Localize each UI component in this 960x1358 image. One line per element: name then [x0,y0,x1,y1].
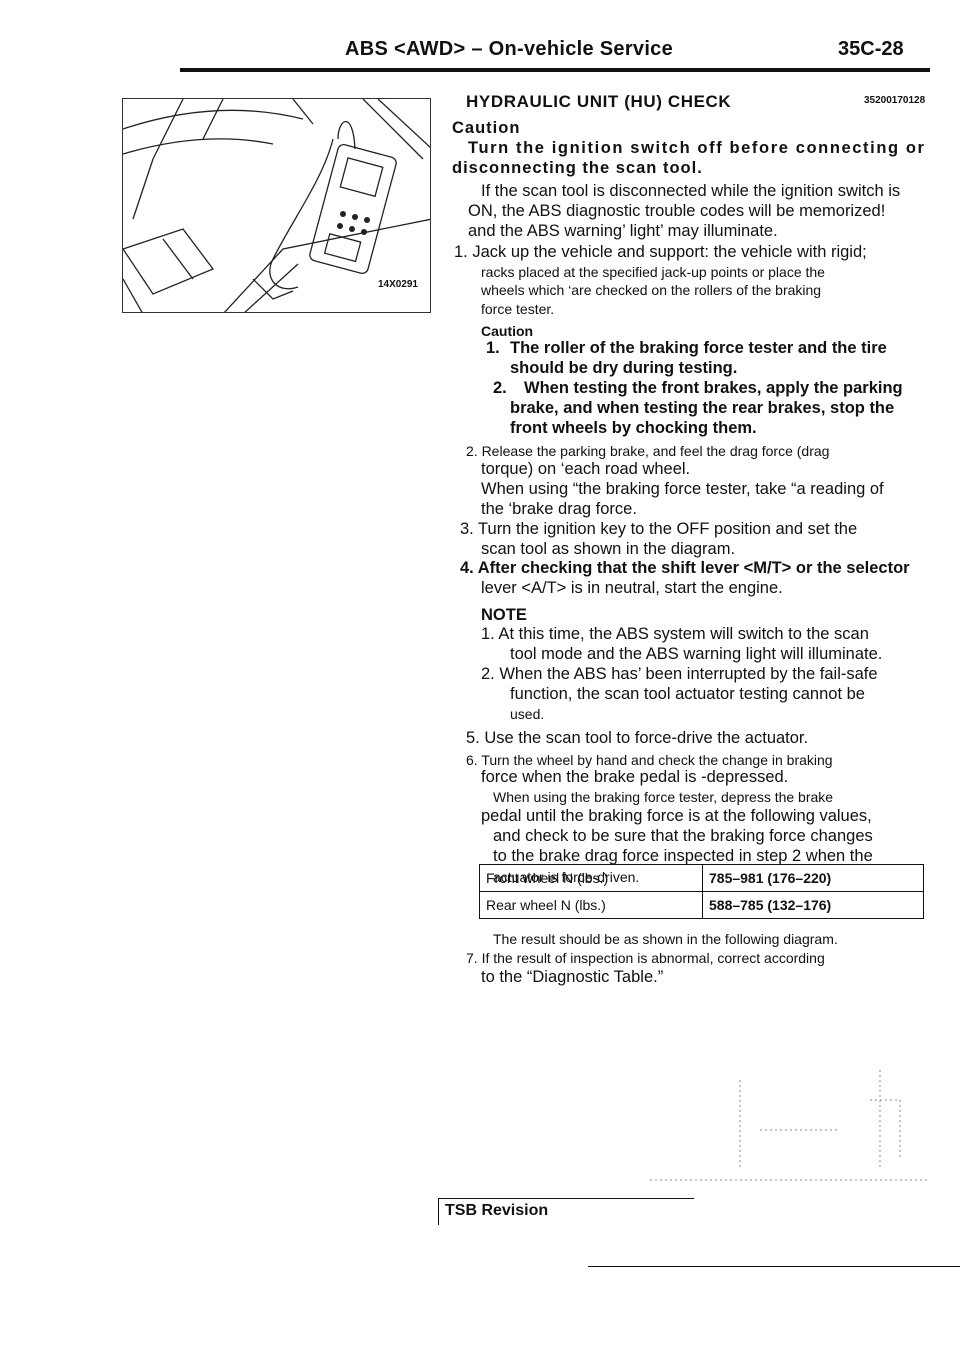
step-5-line: 5. Use the scan tool to force-drive the … [466,729,809,747]
step-1-line: force tester. [481,301,555,317]
note-line: 2. When the ABS has’ been interrupted by… [481,665,878,683]
caution-item-line: When testing the front brakes, apply the… [524,379,903,397]
table-cell-label: Rear wheel N (lbs.) [479,891,703,919]
caution-item-line: front wheels by chocking them. [510,419,757,437]
step-6-line: and check to be sure that the braking fo… [493,827,873,845]
table-row: Front wheel N (lbs.) 785–981 (176–220) [479,864,924,892]
caution-item-number: 1. [486,339,500,357]
intro-line: and the ABS warning’ light’ may illumina… [468,222,778,240]
tsb-revision-box: TSB Revision [438,1198,694,1225]
note-line: function, the scan tool actuator testing… [510,685,865,703]
step-4-line: 4. After checking that the shift lever <… [460,559,910,577]
step-2-line: When using “the braking force tester, ta… [481,480,884,498]
braking-force-table: Front wheel N (lbs.) 785–981 (176–220) R… [479,864,924,919]
tsb-revision-label: TSB Revision [445,1202,549,1219]
figure-label: 14X0291 [377,279,418,290]
result-line: The result should be as shown in the fol… [493,931,838,947]
caution-heading: Caution [452,119,521,137]
step-2-line: the ‘brake drag force. [481,500,637,518]
header-divider [180,68,930,72]
note-heading: NOTE [481,606,527,624]
page-number: 35C-28 [838,38,904,60]
step-7-line: 7. If the result of inspection is abnorm… [466,950,825,966]
step-3-line: 3. Turn the ignition key to the OFF posi… [460,520,858,538]
caution-item-line: should be dry during testing. [510,359,738,377]
scan-tool-illustration: 14X0291 [122,98,431,313]
table-row: Rear wheel N (lbs.) 588–785 (132–176) [479,891,924,919]
section-code: 35200170128 [864,95,926,106]
note-line: tool mode and the ABS warning light will… [510,645,883,663]
vehicle-interior-drawing [123,99,430,312]
step-6-line: force when the brake pedal is -depressed… [481,768,789,786]
caution-item-line: The roller of the braking force tester a… [510,339,887,357]
step-4-line: lever <A/T> is in neutral, start the eng… [481,579,783,597]
table-cell-label: Front wheel N (lbs.) [479,864,703,892]
caution-item-line: brake, and when testing the rear brakes,… [510,399,895,417]
caution-line: Turn the ignition switch off before conn… [468,139,926,157]
step-6-line: 6. Turn the wheel by hand and check the … [466,752,833,768]
step-6-line: to the brake drag force inspected in ste… [493,847,873,865]
footer-divider [588,1266,960,1267]
step-1-line: 1. Jack up the vehicle and support: the … [454,243,867,261]
step-1-line: racks placed at the specified jack-up po… [481,264,825,280]
result-diagram [650,1070,930,1181]
step-1-line: wheels which ‘are checked on the rollers… [481,282,822,298]
note-line: 1. At this time, the ABS system will swi… [481,625,869,643]
step-7-line: to the “Diagnostic Table.” [481,968,664,986]
step-2-line: torque) on ‘each road wheel. [481,460,691,478]
step-6-line: pedal until the braking force is at the … [481,807,872,825]
page-header-title: ABS <AWD> – On-vehicle Service [345,38,674,60]
step-2-line: 2. Release the parking brake, and feel t… [466,443,830,459]
table-cell-value: 588–785 (132–176) [702,891,924,919]
intro-line: If the scan tool is disconnected while t… [481,182,901,200]
caution-item-number: 2. [493,379,507,397]
caution-heading: Caution [481,323,534,339]
intro-line: ON, the ABS diagnostic trouble codes wil… [468,202,886,220]
section-title: HYDRAULIC UNIT (HU) CHECK [466,92,732,111]
table-cell-value: 785–981 (176–220) [702,864,924,892]
step-6-line: When using the braking force tester, dep… [493,789,834,805]
note-line: used. [510,706,545,722]
caution-line: disconnecting the scan tool. [452,159,703,177]
step-3-line: scan tool as shown in the diagram. [481,540,736,558]
